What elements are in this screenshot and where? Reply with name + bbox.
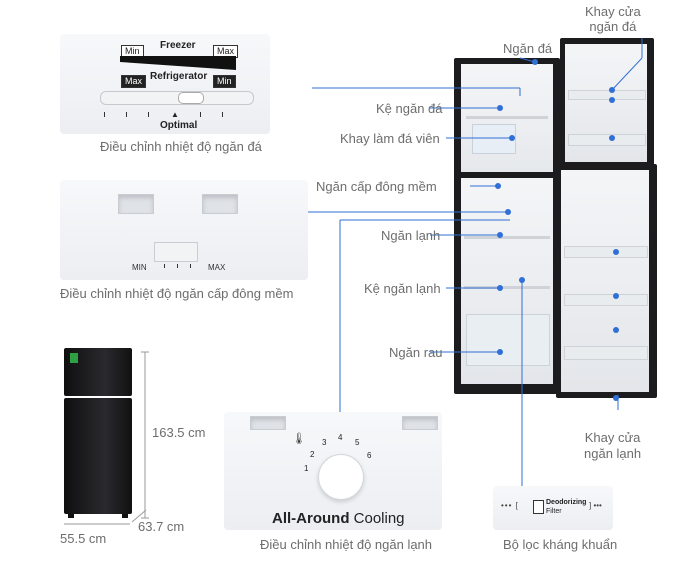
freezer-tag: Freezer bbox=[160, 40, 196, 51]
width-dimension: 55.5 cm bbox=[60, 531, 107, 546]
soft-freeze-dial[interactable] bbox=[154, 242, 198, 262]
vent-slot bbox=[202, 194, 238, 214]
min-tag: Min bbox=[213, 75, 236, 88]
freezer-label: Ngăn đá bbox=[503, 41, 553, 56]
fridge-control-caption: Điều chỉnh nhiệt độ ngăn lạnh bbox=[260, 537, 433, 552]
dial-mark: 5 bbox=[355, 438, 360, 447]
dial-mark: 4 bbox=[338, 433, 343, 442]
vegetable-label: Ngăn rau bbox=[389, 345, 443, 360]
vent-slot bbox=[402, 416, 438, 430]
dial-mark: 2 bbox=[310, 450, 315, 459]
ice-tray-label: Khay làm đá viên bbox=[340, 131, 440, 146]
all-around-cooling-title: All-Around Cooling bbox=[272, 510, 405, 527]
refrigerator-tag: Refrigerator bbox=[150, 71, 208, 82]
soft-freeze-control-caption: Điều chỉnh nhiệt độ ngăn cấp đông mềm bbox=[60, 286, 294, 301]
ice-shelf-label: Kệ ngăn đá bbox=[376, 101, 443, 116]
filter-label-line1: Deodorizing bbox=[546, 499, 587, 506]
filter-label-line2: Filter bbox=[546, 508, 562, 515]
door-freezer-label: Khay cửa ngăn đá bbox=[585, 4, 641, 34]
freezer-control-caption: Điều chỉnh nhiệt độ ngăn đá bbox=[100, 139, 262, 154]
soft-freeze-control-panel: MIN MAX bbox=[60, 180, 308, 280]
optimal-arrow: ▲ bbox=[171, 110, 179, 119]
optimal-label: Optimal bbox=[160, 120, 198, 131]
max-tag: Max bbox=[121, 75, 147, 88]
vent-slot bbox=[118, 194, 154, 214]
cooling-dial[interactable] bbox=[318, 454, 364, 500]
door-fridge-label: Khay cửa ngăn lạnh bbox=[584, 430, 642, 461]
fridge-product-image bbox=[64, 348, 132, 518]
max-label: MAX bbox=[208, 263, 226, 272]
min-label: MIN bbox=[132, 263, 147, 272]
dial-mark: 1 bbox=[304, 464, 309, 473]
dial-mark: 3 bbox=[322, 438, 327, 447]
depth-dimension: 63.7 cm bbox=[138, 519, 185, 534]
freezer-control-panel: Min Freezer Max Max Refrigerator Min ▲ O… bbox=[60, 34, 270, 134]
fridge-label: Ngăn lạnh bbox=[381, 228, 441, 243]
dial-mark: 6 bbox=[367, 451, 372, 460]
filter-panel: ••• [ Deodorizing Filter ] ••• bbox=[493, 486, 613, 530]
open-fridge-image bbox=[452, 38, 657, 398]
freezer-slider-knob[interactable] bbox=[178, 92, 204, 104]
fridge-shelf-label: Kệ ngăn lạnh bbox=[364, 281, 441, 296]
filter-caption: Bộ lọc kháng khuẩn bbox=[503, 537, 618, 552]
thermometer-icon: 🌡 bbox=[292, 433, 306, 445]
height-dimension: 163.5 cm bbox=[152, 425, 206, 440]
filter-icon bbox=[533, 500, 544, 514]
fridge-control-panel: 🌡 1 2 3 4 5 6 All-Around Cooling bbox=[224, 412, 442, 530]
freezer-slider-track bbox=[100, 91, 254, 105]
filter-dots: ••• [ bbox=[501, 501, 519, 510]
vent-slot bbox=[250, 416, 286, 430]
temperature-wedge bbox=[120, 56, 236, 70]
soft-freeze-label: Ngăn cấp đông mềm bbox=[316, 179, 437, 194]
